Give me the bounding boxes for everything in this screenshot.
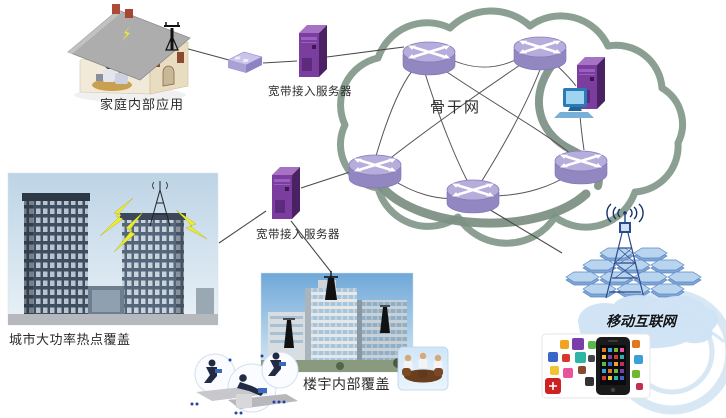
office-building-photo bbox=[260, 271, 414, 373]
server-tower-icon bbox=[272, 167, 300, 219]
router-icon bbox=[512, 35, 568, 72]
building-antenna-icon bbox=[324, 271, 338, 300]
wireless-users-clipart bbox=[190, 351, 299, 415]
link-home-switch bbox=[180, 46, 230, 61]
access-server-label-mid: 宽带接入服务器 bbox=[256, 227, 340, 241]
radio-waves-icon bbox=[606, 203, 644, 223]
roof-antenna-icon bbox=[164, 22, 180, 51]
city-buildings-photo bbox=[7, 172, 219, 326]
mobile-internet-label: 移动互联网 bbox=[606, 314, 676, 330]
connection-lines bbox=[180, 46, 563, 273]
backbone-label: 骨干网 bbox=[430, 98, 482, 116]
smartphone-apps-icon bbox=[541, 333, 651, 399]
backbone-cloud bbox=[336, 7, 686, 247]
workstation-icon bbox=[554, 88, 594, 118]
router-icon bbox=[553, 149, 609, 186]
link-backbone-mobile bbox=[486, 207, 563, 254]
switch-3d-icon bbox=[227, 51, 263, 74]
link-server2-backbone bbox=[300, 170, 354, 189]
cloud-swoosh bbox=[375, 180, 591, 228]
link-city-server2 bbox=[218, 210, 267, 244]
building-antenna-icon bbox=[380, 305, 390, 333]
link-server2-building bbox=[290, 220, 332, 273]
router-icon bbox=[401, 40, 457, 77]
city-antenna-icon bbox=[149, 181, 171, 227]
home-label: 家庭内部应用 bbox=[99, 98, 184, 113]
home-house-illustration bbox=[67, 4, 191, 102]
cell-tower-icon bbox=[605, 203, 645, 299]
backbone-mesh-links bbox=[375, 49, 585, 199]
router-icon bbox=[347, 153, 403, 190]
access-server-label-top: 宽带接入服务器 bbox=[268, 84, 352, 98]
server-tower-icon bbox=[299, 25, 327, 77]
router-icon bbox=[445, 178, 501, 215]
building-coverage-label: 楼宇内部覆盖 bbox=[303, 377, 390, 393]
meeting-clipart bbox=[397, 346, 449, 391]
city-hotspot-label: 城市大功率热点覆盖 bbox=[9, 333, 131, 348]
lightning-bolt-icon bbox=[99, 197, 208, 253]
lightning-bolt-icon bbox=[122, 26, 130, 41]
building-antenna-icon bbox=[283, 318, 295, 348]
link-switch-server bbox=[262, 60, 298, 64]
link-server-backbone bbox=[326, 46, 405, 58]
